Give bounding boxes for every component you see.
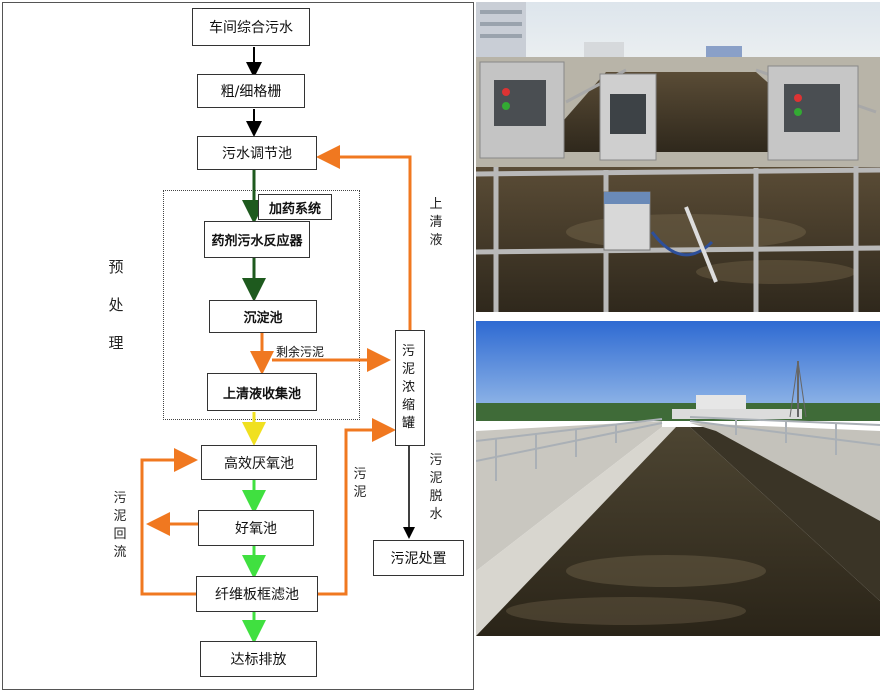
label-sludge: 污泥 (353, 467, 367, 500)
node-sedimentation-tank: 沉淀池 (209, 300, 317, 333)
node-dosing-system: 加药系统 (258, 194, 332, 220)
node-sludge-thickener: 污泥浓缩罐 (395, 330, 425, 446)
photo-treatment-basin (476, 321, 880, 636)
photo-aeration-tank (476, 2, 880, 312)
label-supernatant: 上清液 (429, 197, 443, 248)
node-anaerobic-tank: 高效厌氧池 (201, 445, 317, 480)
arrow-supernatant-return (316, 145, 412, 330)
arrow-sludge-return-loop (140, 448, 198, 596)
node-regulating-tank: 污水调节池 (197, 136, 317, 170)
label-pretreatment: 预处理 (108, 258, 124, 352)
node-reactor: 药剂污水反应器 (204, 221, 310, 258)
label-sludge-return: 污泥回流 (113, 491, 127, 560)
label-excess-sludge: 剩余污泥 (276, 345, 325, 359)
node-aerobic-tank: 好氧池 (198, 510, 314, 546)
arrow-filter-sludge (318, 418, 396, 596)
node-sludge-disposal: 污泥处置 (373, 540, 464, 576)
node-supernatant-collection: 上清液收集池 (207, 373, 317, 411)
node-fiber-filter: 纤维板框滤池 (196, 576, 318, 612)
node-grille: 粗/细格栅 (197, 74, 305, 108)
pretreatment-boundary (163, 190, 360, 420)
node-discharge: 达标排放 (200, 641, 317, 677)
label-dewatering: 污泥脱水 (429, 453, 443, 522)
node-workshop-wastewater: 车间综合污水 (192, 8, 310, 46)
